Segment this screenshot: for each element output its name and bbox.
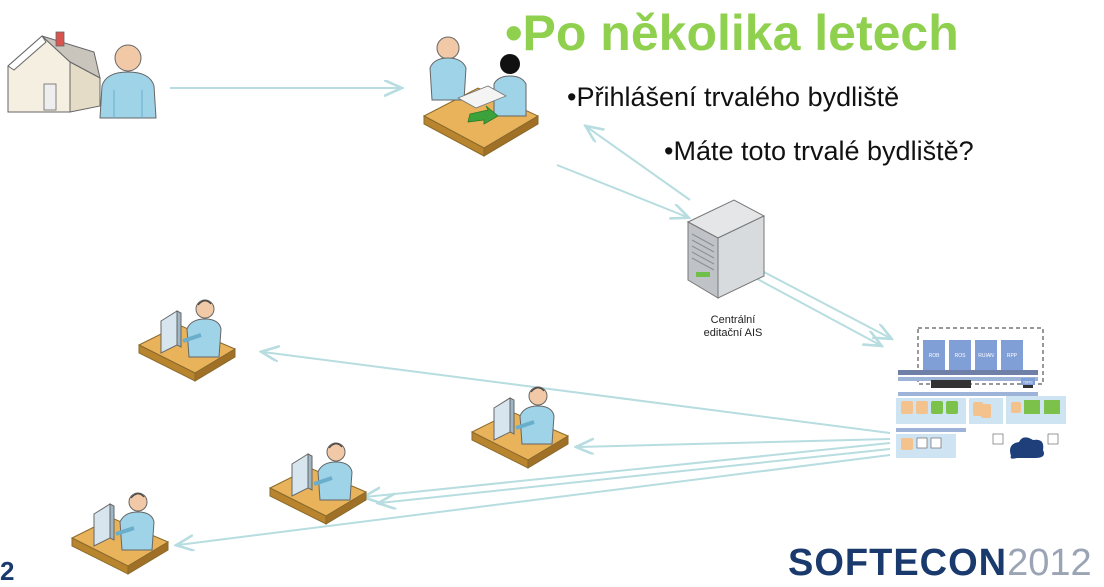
arch-box-1: ROS xyxy=(955,353,967,359)
arrow-registry-to-ws2 xyxy=(578,439,891,447)
bullet-registration: •Přihlášení trvalého bydliště xyxy=(567,82,900,112)
house-icon xyxy=(7,31,101,113)
arrow-office-to-server xyxy=(556,164,687,217)
arrow-server-to-office xyxy=(587,127,691,201)
arrow-registry-to-ws1 xyxy=(263,352,891,434)
server-label-line2: editační AIS xyxy=(703,327,763,339)
arch-box-3: RPP xyxy=(1007,353,1018,359)
footer-brand-name: SOFTECON xyxy=(788,542,1008,584)
arrow-server-to-registry-b xyxy=(749,274,880,345)
arrow-registry-to-ws3a xyxy=(365,442,891,497)
citizen-person-icon xyxy=(99,44,157,119)
arrow-registry-to-ws3b xyxy=(380,448,891,503)
workstation-icon xyxy=(137,299,237,382)
arch-box-0: ROB xyxy=(929,353,941,359)
footer-brand: SOFTECON2012 xyxy=(788,542,1092,585)
arch-box-2: RUIAN xyxy=(978,353,994,359)
arch-isrs-box: ISRS xyxy=(1023,380,1033,385)
workstation-icon xyxy=(470,386,570,469)
slide-title: •Po několika letech xyxy=(505,5,959,61)
bullet-question: •Máte toto trvalé bydliště? xyxy=(664,136,974,166)
arrow-registry-to-ws4 xyxy=(178,454,891,545)
architecture-diagram-icon: ROB ROS RUIAN RPP ISRS xyxy=(896,327,1066,459)
server-label: Centrální editační AIS xyxy=(688,314,778,340)
workstation-icon xyxy=(268,442,368,525)
footer-brand-year: 2012 xyxy=(1007,542,1092,584)
clerk-desk-icon xyxy=(422,36,540,157)
arrow-server-to-registry-a xyxy=(759,269,890,338)
workstation-icon xyxy=(70,492,170,575)
server-icon xyxy=(686,199,766,299)
footer-left-fragment: 2 xyxy=(0,556,15,586)
server-label-line1: Centrální xyxy=(710,314,756,326)
